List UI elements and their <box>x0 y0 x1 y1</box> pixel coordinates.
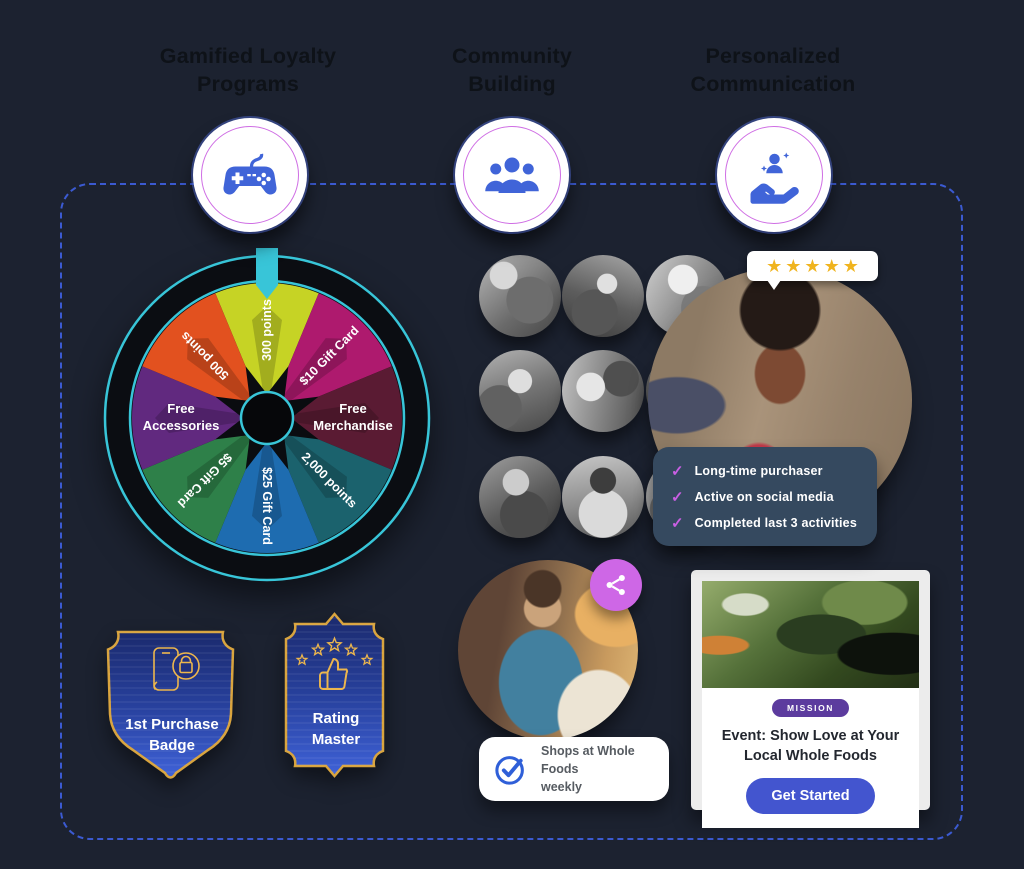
phone-shopping-icon <box>153 647 200 691</box>
badge-first-purchase: 1st Purchase Badge <box>102 626 242 784</box>
check-icon: ✓ <box>671 514 684 532</box>
member-photo <box>562 456 644 538</box>
event-photo <box>702 581 919 688</box>
share-button[interactable] <box>590 559 642 611</box>
trait-row: ✓ Long-time purchaser <box>671 462 877 480</box>
people-group-icon <box>485 157 539 193</box>
check-icon: ✓ <box>671 488 684 506</box>
gamified-icon-circle <box>193 118 307 232</box>
thumbs-up-stars-icon <box>296 637 373 690</box>
star-icon: ★ <box>804 256 821 276</box>
circle-ring <box>725 126 823 224</box>
member-photo <box>562 350 644 432</box>
share-icon <box>606 574 625 596</box>
gamepad-icon <box>223 153 277 195</box>
community-icon-circle <box>455 118 569 232</box>
badge-label: Rating Master <box>311 710 361 748</box>
trait-row: ✓ Completed last 3 activities <box>671 514 877 532</box>
circle-ring <box>463 126 561 224</box>
member-photo <box>562 255 644 337</box>
star-icon: ★ <box>823 256 840 276</box>
prize-wheel: 300 points $10 Gift Card Free Merchandis… <box>103 248 431 582</box>
circle-ring <box>201 126 299 224</box>
svg-text:$25 Gift Card: $25 Gift Card <box>260 467 274 545</box>
star-icon: ★ <box>785 256 802 276</box>
shield-badge-shape <box>106 630 235 779</box>
habit-note-card: Shops at Whole Foods weekly <box>479 737 669 801</box>
hand-person-icon <box>750 152 799 204</box>
event-title: Event: Show Love at Your Local Whole Foo… <box>721 728 900 765</box>
column-title-community: Community Building <box>451 44 573 97</box>
trait-row: ✓ Active on social media <box>671 488 877 506</box>
wheel-pointer <box>256 248 278 299</box>
customer-traits-card: ✓ Long-time purchaser ✓ Active on social… <box>653 447 877 546</box>
column-title-gamified: Gamified Loyalty Programs <box>159 44 337 97</box>
get-started-button[interactable]: Get Started <box>746 777 875 814</box>
star-icon: ★ <box>766 256 783 276</box>
trait-label: Completed last 3 activities <box>694 515 857 530</box>
svg-text:Free: Free <box>339 401 366 416</box>
trait-label: Long-time purchaser <box>694 463 823 478</box>
star-icon: ★ <box>842 256 859 276</box>
member-photo <box>479 255 561 337</box>
svg-text:Accessories: Accessories <box>143 418 220 433</box>
member-photo <box>479 350 561 432</box>
pointed-badge-shape <box>284 612 385 778</box>
svg-text:300 points: 300 points <box>260 299 274 361</box>
checkmark-circle-icon <box>495 756 524 785</box>
member-photo <box>479 456 561 538</box>
personalized-icon-circle <box>717 118 831 232</box>
event-body: MISSION Event: Show Love at Your Local W… <box>702 688 919 828</box>
badge-label: 1st Purchase Badge <box>125 716 219 754</box>
svg-text:Merchandise: Merchandise <box>313 418 392 433</box>
badge-rating-master: Rating Master <box>278 612 394 778</box>
check-icon: ✓ <box>671 462 684 480</box>
event-card: MISSION Event: Show Love at Your Local W… <box>691 570 930 828</box>
column-title-personalized: Personalized Communication <box>690 44 856 97</box>
trait-label: Active on social media <box>694 489 834 504</box>
rating-bubble: ★ ★ ★ ★ ★ <box>747 251 878 290</box>
wheel-spoke-shading <box>155 306 379 530</box>
mission-tag: MISSION <box>771 699 850 717</box>
wheel-hub <box>239 390 295 446</box>
wheel-segments <box>132 283 402 553</box>
habit-note-text: Shops at Whole Foods weekly <box>541 743 635 795</box>
svg-text:Free: Free <box>167 401 194 416</box>
